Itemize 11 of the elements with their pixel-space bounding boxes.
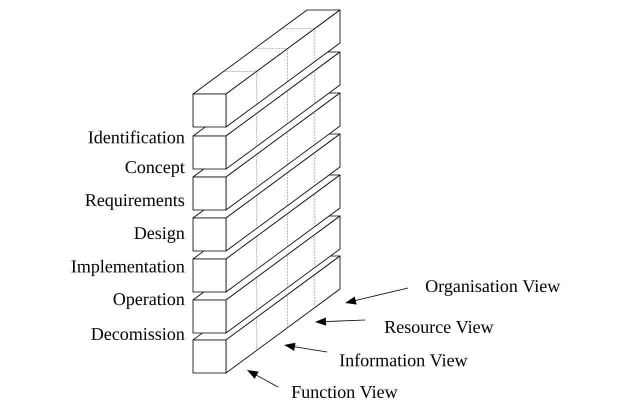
row-label: Requirements: [85, 194, 184, 210]
row-label: Design: [134, 227, 185, 243]
view-label: Function View: [292, 386, 398, 398]
row-label: Concept: [126, 161, 185, 177]
row-label: Identification: [88, 130, 185, 144]
row-label: Operation: [114, 293, 185, 309]
view-label: Resource View: [384, 320, 494, 334]
row-label: Decomission: [91, 328, 185, 340]
view-label: Information View: [340, 354, 468, 366]
row-label: Implementation: [71, 260, 185, 276]
view-label: Organisation View: [426, 280, 560, 296]
